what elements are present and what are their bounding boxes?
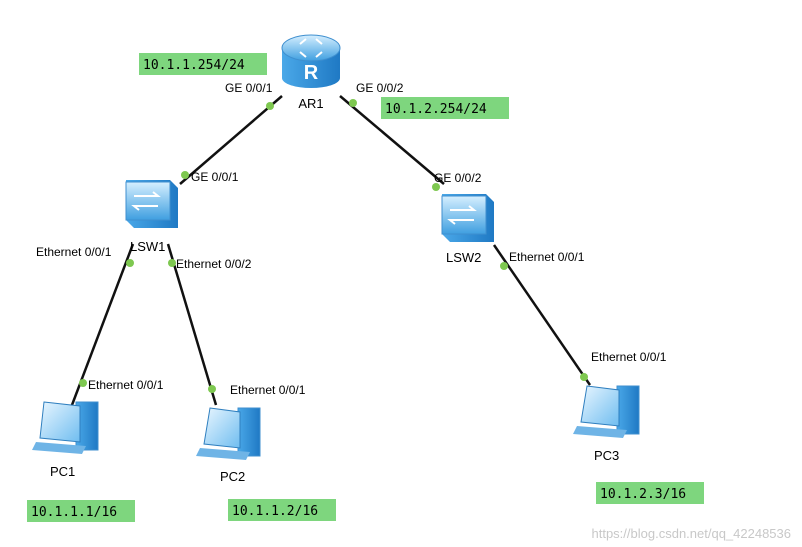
- port-label-lsw1-e002: Ethernet 0/0/2: [176, 257, 252, 271]
- switch-icon: [125, 180, 178, 228]
- link-lsw2-pc3[interactable]: [492, 244, 592, 386]
- ip-label-pc2: 10.1.1.2/16: [232, 504, 318, 519]
- pc-pc2[interactable]: PC2: [196, 407, 261, 484]
- switch-lsw1[interactable]: LSW1: [125, 180, 178, 254]
- ip-labels: 10.1.1.254/24 10.1.2.254/24 10.1.1.1/16 …: [27, 53, 704, 522]
- port-dot-pc1-e001: [79, 379, 87, 387]
- ip-label-pc1: 10.1.1.1/16: [31, 505, 117, 520]
- pc-pc1[interactable]: PC1: [32, 401, 99, 479]
- port-labels: GE 0/0/1 GE 0/0/2 GE 0/0/1 GE 0/0/2 Ethe…: [36, 81, 667, 397]
- port-label-pc1-e001: Ethernet 0/0/1: [88, 378, 164, 392]
- port-dot-pc2-e001: [208, 385, 216, 393]
- pc-icon: [573, 385, 640, 438]
- port-label-lsw1-g001: GE 0/0/1: [191, 170, 239, 184]
- links: [70, 95, 592, 406]
- pc2-label: PC2: [220, 469, 245, 484]
- port-label-lsw2-e001: Ethernet 0/0/1: [509, 250, 585, 264]
- lsw1-label: LSW1: [130, 239, 165, 254]
- link-ar1-lsw2[interactable]: [339, 95, 445, 185]
- ip-label-ar1-g002: 10.1.2.254/24: [385, 102, 487, 117]
- watermark: https://blog.csdn.net/qq_42248536: [592, 526, 792, 541]
- port-label-pc2-e001: Ethernet 0/0/1: [230, 383, 306, 397]
- port-dot-pc3-e001: [580, 373, 588, 381]
- switch-lsw2[interactable]: LSW2: [441, 194, 494, 265]
- port-dot-lsw2-e001: [500, 262, 508, 270]
- lsw2-label: LSW2: [446, 250, 481, 265]
- pc3-label: PC3: [594, 448, 619, 463]
- port-dot-lsw2-g002: [432, 183, 440, 191]
- port-dot-lsw1-g001: [181, 171, 189, 179]
- router-label: AR1: [298, 96, 323, 111]
- port-dot-lsw1-e002: [168, 259, 176, 267]
- svg-text:R: R: [304, 62, 319, 84]
- pc1-label: PC1: [50, 464, 75, 479]
- ip-label-ar1-g001: 10.1.1.254/24: [143, 58, 245, 73]
- link-ar1-lsw1[interactable]: [179, 95, 283, 185]
- port-dot-ar1-g001: [266, 102, 274, 110]
- port-label-pc3-e001: Ethernet 0/0/1: [591, 350, 667, 364]
- port-dots: [79, 99, 588, 393]
- port-dot-lsw1-e001: [126, 259, 134, 267]
- port-label-ar1-g002: GE 0/0/2: [356, 81, 404, 95]
- link-lsw1-pc1[interactable]: [70, 243, 135, 406]
- switch-icon: [441, 194, 494, 242]
- router-icon: R: [281, 34, 341, 88]
- port-label-lsw1-e001: Ethernet 0/0/1: [36, 245, 112, 259]
- router-ar1[interactable]: R AR1: [281, 34, 341, 111]
- pc-pc3[interactable]: PC3: [573, 385, 640, 463]
- port-label-lsw2-g002: GE 0/0/2: [434, 171, 482, 185]
- port-label-ar1-g001: GE 0/0/1: [225, 81, 273, 95]
- pc-icon: [196, 407, 261, 460]
- port-dot-ar1-g002: [349, 99, 357, 107]
- pc-icon: [32, 401, 99, 454]
- link-lsw1-pc2[interactable]: [166, 243, 218, 406]
- ip-label-pc3: 10.1.2.3/16: [600, 487, 686, 502]
